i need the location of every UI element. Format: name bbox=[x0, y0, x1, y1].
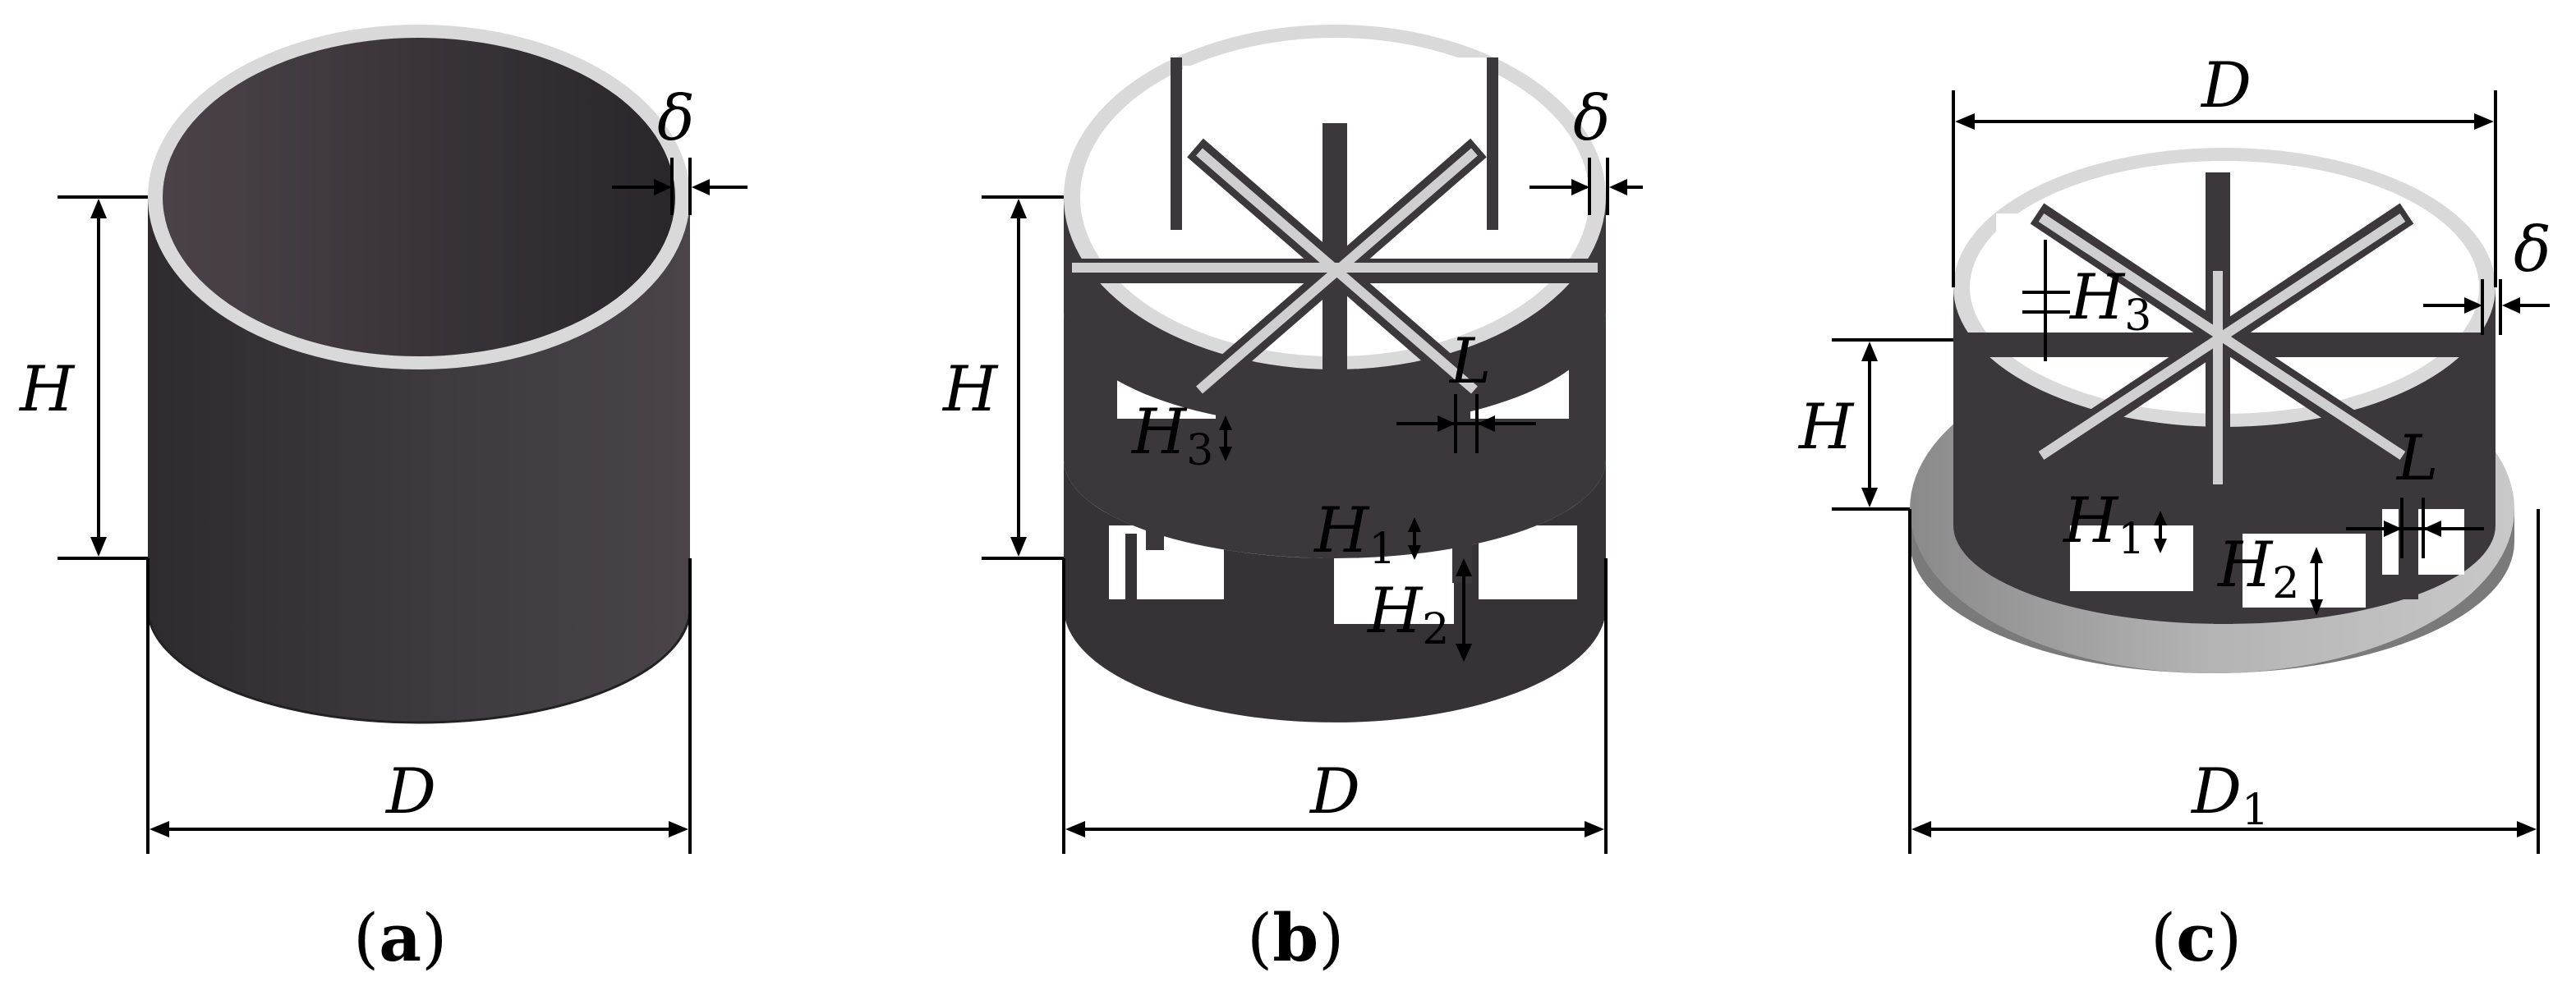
diameter-dimension: D bbox=[1952, 48, 2497, 287]
diameter-dimension: D bbox=[1062, 558, 1608, 854]
panel-c: D D1 H δ bbox=[1797, 48, 2551, 976]
diameter-label: D bbox=[1309, 755, 1360, 828]
thickness-dimension: δ bbox=[2423, 213, 2551, 335]
height-label: H bbox=[941, 352, 999, 425]
tongue-length-label: L bbox=[1448, 324, 1491, 397]
panel-a: H D δ (a) bbox=[18, 25, 748, 976]
h3-dimension: H3 bbox=[2022, 240, 2151, 361]
tongue-length-dimension: L bbox=[1396, 324, 1536, 453]
height-label: H bbox=[18, 352, 76, 425]
thickness-label: δ bbox=[657, 81, 695, 154]
h1-label: H1 bbox=[1313, 493, 1396, 574]
h2-dimension: H2 bbox=[1366, 558, 1472, 662]
h3-label: H3 bbox=[1130, 395, 1213, 475]
h3-dimension: H3 bbox=[1130, 395, 1232, 475]
caption-c: (c) bbox=[2150, 899, 2242, 976]
base-diameter-label: D1 bbox=[2190, 755, 2269, 835]
height-label: H bbox=[1797, 390, 1855, 463]
h1-label: H1 bbox=[2062, 484, 2145, 564]
panel-b: H D δ L bbox=[941, 25, 1643, 976]
step-ring bbox=[1910, 148, 2514, 673]
height-dimension: H bbox=[1797, 338, 1953, 511]
height-dimension: H bbox=[18, 195, 148, 560]
tongue-length-dimension: L bbox=[2346, 421, 2484, 558]
h1-dimension: H1 bbox=[2062, 484, 2167, 564]
tongue-length-label: L bbox=[2395, 421, 2438, 494]
caption-b: (b) bbox=[1247, 899, 1344, 976]
raschig-ring bbox=[146, 25, 692, 724]
thickness-dimension: δ bbox=[1530, 81, 1643, 215]
base-diameter-dimension: D1 bbox=[1908, 509, 2540, 854]
caption-a: (a) bbox=[353, 899, 447, 976]
h1-dimension: H1 bbox=[1313, 493, 1421, 574]
pall-ring bbox=[1064, 25, 1606, 722]
h2-label: H2 bbox=[1366, 574, 1449, 654]
diameter-label: D bbox=[2200, 48, 2252, 122]
thickness-label: δ bbox=[1573, 81, 1611, 154]
h3-label: H3 bbox=[2068, 260, 2151, 341]
thickness-dimension: δ bbox=[612, 81, 748, 215]
thickness-label: δ bbox=[2514, 213, 2551, 286]
height-dimension: H bbox=[941, 195, 1064, 560]
diameter-dimension: D bbox=[146, 558, 692, 854]
h2-dimension: H2 bbox=[2216, 528, 2323, 616]
h2-label: H2 bbox=[2216, 528, 2299, 608]
diameter-label: D bbox=[384, 755, 436, 828]
